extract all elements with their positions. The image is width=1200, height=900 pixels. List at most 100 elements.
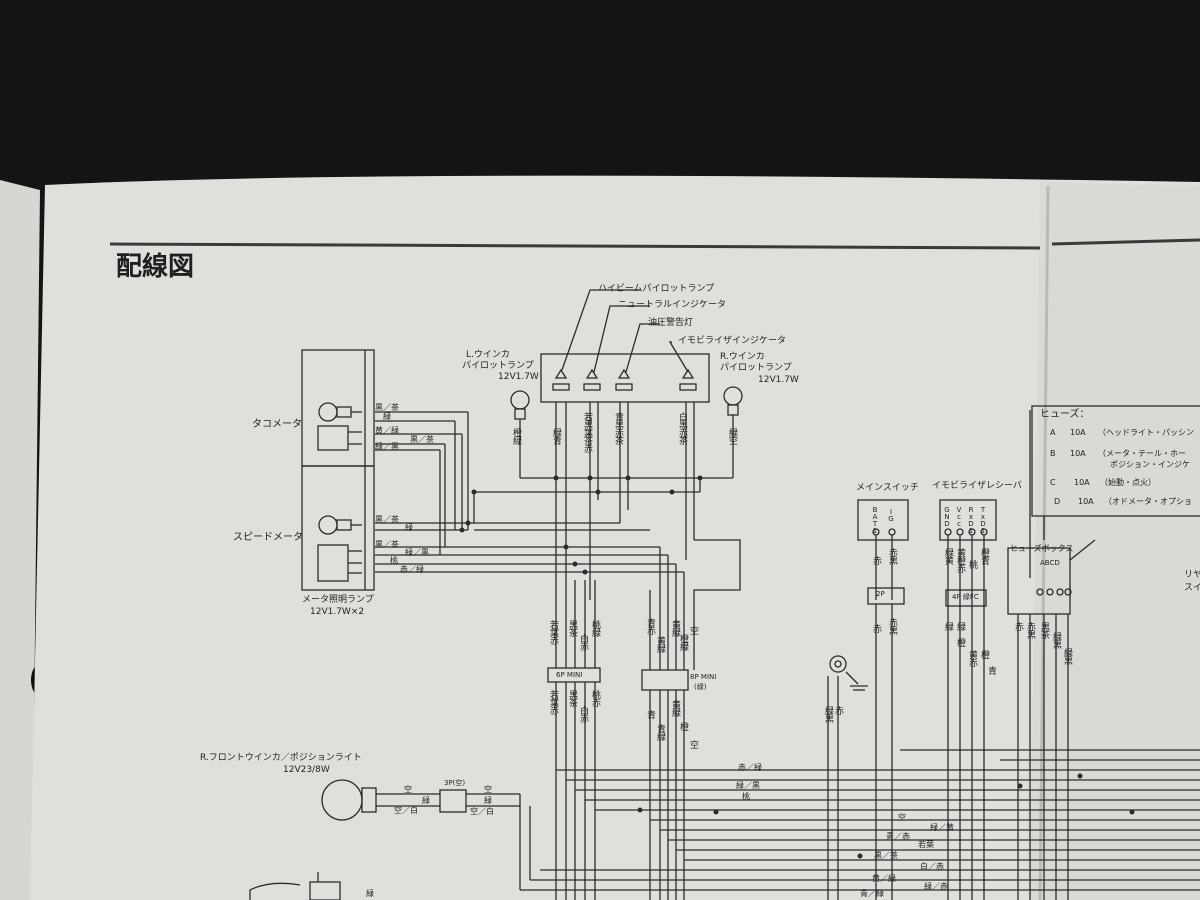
vwire-label: 白赤: [578, 706, 588, 722]
vwire-label: 黄緑: [670, 620, 680, 636]
vwire-label: 空: [688, 626, 698, 634]
fuse-row-amp: 10A: [1070, 428, 1086, 437]
vwire-label: 黄赤: [967, 650, 977, 666]
vwire-label: 橙: [955, 638, 965, 646]
right-edge-text: リヤ: [1184, 570, 1200, 580]
fuse-row-desc: （オドメータ・オプショ: [1104, 497, 1192, 506]
fuse-row-key: D: [1054, 497, 1061, 506]
page-title: 配線図: [116, 252, 195, 282]
wire-label: 緑／黄: [930, 823, 954, 832]
immob-terminal-gnd: GND: [943, 506, 951, 527]
connector-3p-label: 3P(空): [444, 779, 466, 787]
vwire-label: 黒茶: [567, 620, 577, 636]
fuse-row-desc: （メータ・テール・ホー: [1098, 449, 1186, 458]
wire-label: 赤／緑: [738, 763, 762, 772]
wire-label: 桃: [742, 792, 750, 801]
vwire-label: 黒茶: [1039, 622, 1049, 638]
vwire-label: 緑黒: [1062, 648, 1072, 664]
vwire-label: 青緑: [655, 724, 665, 740]
vwire-label: 橙青: [979, 548, 989, 564]
vwire-label: 赤黒: [887, 548, 897, 564]
fuse-row-amp: 10A: [1078, 497, 1094, 506]
wire-label: 空／白: [470, 807, 494, 816]
vwire-label: 青: [645, 710, 655, 718]
tachometer-label: タコメータ: [252, 419, 302, 430]
wire-label: 黒／茶: [410, 435, 434, 444]
vwire-label: 若葉赤: [548, 620, 558, 644]
vwire-label: 赤: [833, 706, 843, 714]
vwire-label: 赤黒: [1025, 622, 1035, 638]
wire-label: 緑: [366, 889, 374, 898]
wire-label: 緑: [405, 523, 413, 532]
right-pilot-sub: パイロットランプ: [720, 363, 792, 373]
wire-label: 黄／緑: [375, 426, 399, 435]
wire-label: 黒／茶: [375, 403, 399, 412]
wire-label: 空: [404, 785, 412, 794]
main-switch-title: メインスイッチ: [856, 483, 919, 493]
vwire-label: 青赤: [645, 618, 655, 634]
vwire-label: 橙緑: [678, 634, 688, 650]
connector-6p-label: 6P MINI: [556, 671, 583, 679]
label-neutral: ニュートラルインジケータ: [618, 300, 727, 310]
vwire-label: 緑: [943, 622, 953, 630]
wire-label: 青／緑: [860, 889, 884, 898]
vwire-label: 桃赤: [590, 690, 600, 706]
main-switch-terminal-bat: BAT1: [871, 506, 879, 534]
wire-label: 空: [484, 785, 492, 794]
connector-8p-label: 8P MINI: [690, 673, 717, 681]
connector-8p-sub: (緑): [694, 683, 707, 691]
label-high-beam: ハイビームパイロットランプ: [598, 284, 715, 294]
vwire-label: 黄緑: [670, 700, 680, 716]
fuse-row-desc: （始動・点火）: [1100, 478, 1156, 487]
front-winker-spec: 12V23/8W: [283, 765, 330, 775]
vwire-label: 赤黒: [887, 618, 897, 634]
vwire-label: 緑青: [551, 428, 561, 444]
immob-terminal-txd: TxD1: [979, 506, 987, 534]
right-pilot-name: R.ウインカ: [720, 352, 765, 362]
wire-label: 緑: [422, 796, 430, 805]
wire-label: 緑: [383, 412, 391, 421]
speedometer-label: スピードメータ: [233, 532, 303, 543]
vwire-label: 青: [986, 666, 996, 674]
wire-label: 黒／茶: [375, 540, 399, 549]
wire-label: 若葉: [918, 840, 934, 849]
connector-2p-label: 2P: [876, 590, 885, 598]
fuse-box-terminals: ABCD: [1040, 559, 1060, 567]
wire-label: 白／赤: [920, 862, 944, 871]
wire-label: 緑／黒: [736, 781, 760, 790]
vwire-label: 黒茶: [567, 690, 577, 706]
vwire-label: 橙: [979, 650, 989, 658]
vwire-label: 緑: [955, 622, 965, 630]
fuse-row-key: B: [1050, 449, 1056, 458]
wire-label: 緑: [484, 796, 492, 805]
wire-label: 桃: [390, 556, 398, 565]
wire-label: 赤／緑: [400, 565, 424, 574]
right-pilot-spec: 12V1.7W: [758, 375, 799, 385]
label-immobilizer-indicator: イモビライザインジケータ: [678, 336, 787, 346]
wire-label: 黒／茶: [874, 851, 898, 860]
vwire-label: 空: [688, 740, 698, 748]
wire-label: 青／赤: [886, 832, 910, 841]
vwire-label: 緑空: [727, 428, 737, 444]
vwire-label: 赤: [871, 624, 881, 632]
fuse-row-key: C: [1050, 478, 1056, 487]
vwire-label: 白赤: [578, 634, 588, 650]
immobilizer-receiver-title: イモビライザレシーバ: [932, 481, 1022, 491]
vwire-label: 緑黄: [943, 548, 953, 564]
left-pilot-name: L.ウインカ: [466, 350, 510, 360]
vwire-label: 緑黒: [823, 706, 833, 722]
vwire-label: 赤: [871, 556, 881, 564]
immob-terminal-vcc: Vcc: [955, 506, 963, 527]
fuse-row-key: A: [1050, 428, 1056, 437]
left-pilot-sub: パイロットランプ: [462, 361, 534, 371]
main-switch-terminal-ig: IG: [887, 508, 895, 522]
vwire-label: 橙: [678, 722, 688, 730]
fuse-row-amp: 10A: [1070, 449, 1086, 458]
wire-label: 緑／黒: [375, 442, 399, 451]
vwire-label: 若黒葉茶赤: [582, 412, 592, 452]
fuse-row-amp: 10A: [1074, 478, 1090, 487]
wire-label: 黒／茶: [375, 515, 399, 524]
fuse-box-label: ヒューズボックス: [1010, 544, 1074, 553]
